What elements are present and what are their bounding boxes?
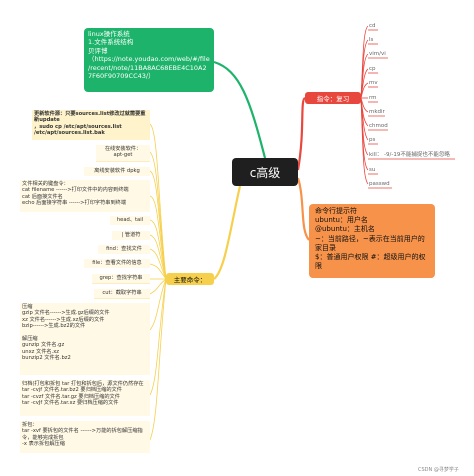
cmd-rm[interactable]: rm <box>369 95 377 101</box>
yellow-child-links <box>149 123 167 441</box>
cut-note[interactable]: cut：截取字符串 <box>94 289 150 298</box>
linux-fs-note[interactable]: linux操作系统 1.文件系统结构 贝评博（https://note.youd… <box>84 28 214 92</box>
pipe-note[interactable]: | 管道符 <box>112 231 150 240</box>
watermark: CSDN @寻梦学子 <box>418 467 459 473</box>
link-orange <box>296 177 310 241</box>
compress-note[interactable]: 压缩 gzip 文件名------>生成.gz后缀的文件 xz 文件名-----… <box>20 303 150 375</box>
cmd-passwd[interactable]: passwd <box>369 181 390 187</box>
cmd-cp[interactable]: cp <box>369 66 376 72</box>
cmd-chmod[interactable]: chmod <box>369 123 388 129</box>
file-note[interactable]: file：查看文件的信息 <box>84 259 150 268</box>
cmd-ps[interactable]: ps <box>369 137 376 143</box>
sources-note[interactable]: 更新软件源：只要sources.list修改过就需要重新update ，sudo… <box>32 110 150 140</box>
tar-note[interactable]: 归档(打包和拆包 tar 打包和拆包后，源文件仍然存在 tar -cvjf 文件… <box>20 380 150 416</box>
command-review-node[interactable]: 指令：复习 <box>305 92 361 104</box>
cmd-cd[interactable]: cd <box>369 23 376 29</box>
link-red <box>296 96 306 171</box>
untar-note[interactable]: 拆包： tar -xvf 要拆包的文件名 ------>万能的拆包解压缩指令，能… <box>20 421 150 453</box>
file-ops-note[interactable]: 文件相关的键盘令： cat filename ------>打印文件中的内容到终… <box>20 180 150 212</box>
cmd-mkdir[interactable]: mkdir <box>369 109 385 115</box>
cmd-mv[interactable]: mv <box>369 80 378 86</box>
center-node[interactable]: c高级 <box>232 158 298 186</box>
apt-get-note[interactable]: 在线安装软件： apt-get <box>96 145 150 161</box>
red-child-links <box>360 25 369 185</box>
find-note[interactable]: find：查找文件 <box>98 245 150 254</box>
link-green <box>213 60 267 159</box>
main-commands-node[interactable]: 主要命令： <box>166 273 214 285</box>
red-child-underlines <box>368 29 455 189</box>
cmd-su[interactable]: su <box>369 167 376 173</box>
head-tail-note[interactable]: head、tail <box>110 216 150 225</box>
cmd-ls[interactable]: ls <box>369 37 374 43</box>
prompt-note[interactable]: 命令行提示符 ubuntu：用户名 @ubuntu：主机名 ~：当前路径，~表示… <box>309 204 435 278</box>
dpkg-note[interactable]: 离线安装软件 dpkg <box>84 167 150 176</box>
cmd-kill[interactable]: kill： -9/-19不能捕捉也不能忽略 <box>369 152 450 158</box>
grep-note[interactable]: grep：查找字符串 <box>92 274 150 283</box>
cmd-vim[interactable]: vim/vi <box>369 51 386 57</box>
link-yellow <box>213 185 242 280</box>
